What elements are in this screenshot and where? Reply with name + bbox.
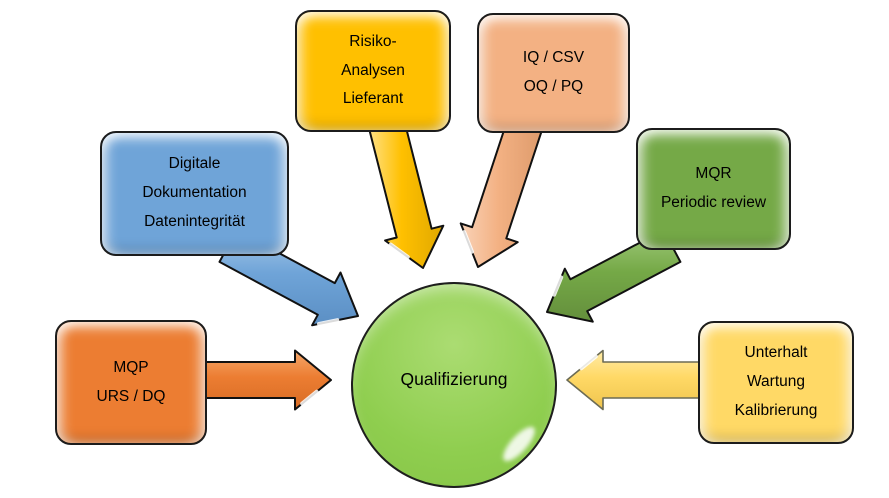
box-iq-csv-label: IQ / CSV OQ / PQ bbox=[522, 49, 585, 95]
center-circle-label: Qualifizierung bbox=[400, 368, 508, 389]
box-mqr: MQR Periodic review bbox=[636, 128, 791, 250]
box-digitale-dokumentation-label: Digitale Dokumentation Datenintegrität bbox=[142, 155, 247, 230]
arrow-unterhalt-glint bbox=[579, 354, 598, 371]
arrow-mqr-to-center bbox=[546, 229, 682, 323]
box-mqr-label: MQR Periodic review bbox=[660, 165, 767, 211]
box-digitale-dokumentation: Digitale Dokumentation Datenintegrität bbox=[100, 131, 289, 256]
box-unterhalt: Unterhalt Wartung Kalibrierung bbox=[698, 321, 854, 444]
arrow-mqp-glint bbox=[300, 389, 319, 406]
box-mqp: MQP URS / DQ bbox=[55, 320, 207, 445]
box-mqp-label: MQP URS / DQ bbox=[96, 358, 166, 405]
box-risiko-analysen: Risiko- Analysen Lieferant bbox=[295, 10, 451, 132]
arrow-risiko-to-center bbox=[366, 112, 445, 269]
arrow-iq-glint bbox=[462, 230, 474, 254]
box-risiko-analysen-label: Risiko- Analysen Lieferant bbox=[341, 32, 405, 108]
arrow-mqp-to-center bbox=[199, 349, 332, 411]
arrow-unterhalt-to-center bbox=[566, 349, 701, 411]
arrow-risiko-glint bbox=[388, 242, 410, 259]
arrow-mqr-glint bbox=[552, 275, 564, 297]
arrow-digitale-glint bbox=[317, 318, 340, 326]
center-circle: Qualifizierung bbox=[351, 282, 557, 488]
arrow-iq-to-center bbox=[459, 111, 546, 268]
box-iq-csv: IQ / CSV OQ / PQ bbox=[477, 13, 630, 133]
box-unterhalt-label: Unterhalt Wartung Kalibrierung bbox=[734, 344, 818, 419]
